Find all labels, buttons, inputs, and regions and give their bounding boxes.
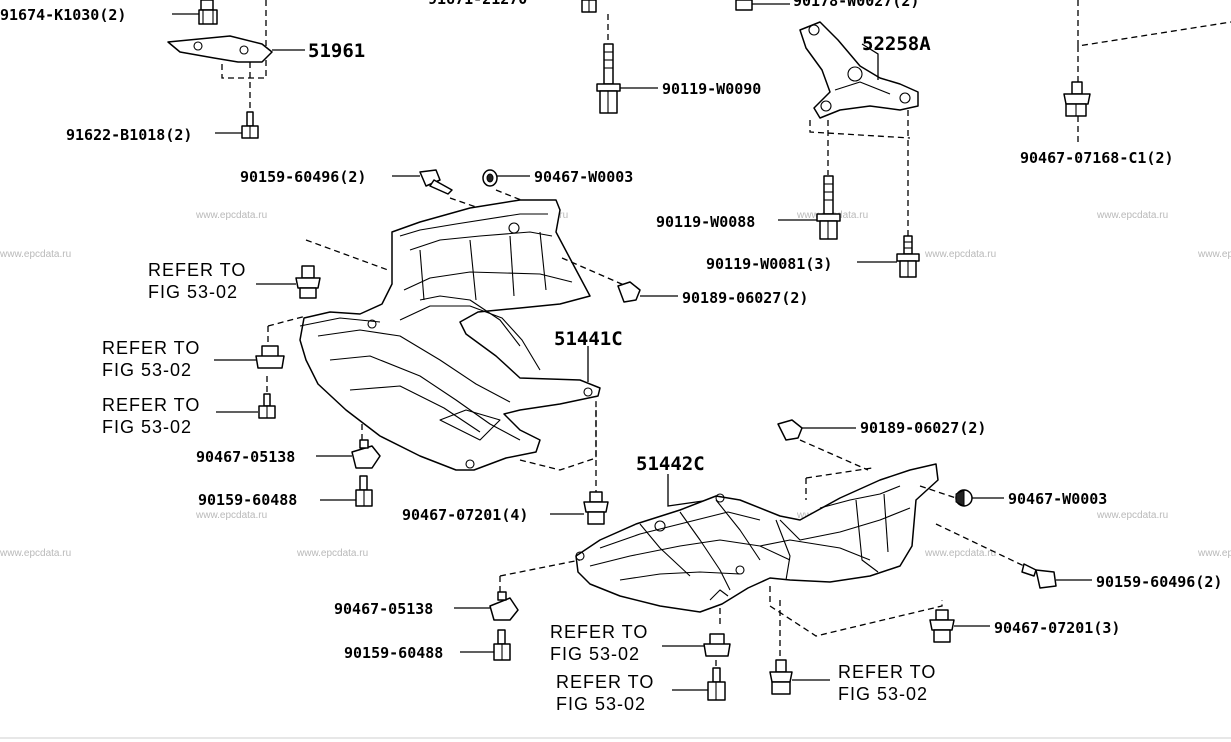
clip-icon: [482, 169, 498, 187]
clip-icon: [255, 345, 285, 369]
engine-under-cover-51441c-illustration: [299, 199, 601, 471]
watermark: www.epcdata.ru: [195, 510, 267, 521]
refer-to-label: REFER TO: [102, 338, 200, 358]
refer-to-label: REFER TO: [838, 662, 936, 682]
clip-icon: [769, 659, 793, 695]
grommet-icon: [777, 419, 803, 441]
part-90119-w0090-group: 90119-W0090: [596, 14, 761, 114]
part-number-90159-60488-top: 90159-60488: [198, 491, 297, 509]
part-number-90119-w0081: 90119-W0081(3): [706, 255, 832, 273]
watermark: www.epcdata.ru: [924, 548, 996, 559]
screw-icon: [419, 169, 453, 195]
clip-icon: [351, 439, 381, 469]
watermark: www.epcdata.ru: [1096, 510, 1168, 521]
bolt-icon: [596, 43, 621, 114]
watermark: www.epcdata.ru: [1197, 548, 1231, 559]
clip-icon: [703, 633, 731, 657]
watermark: www.epcdata.ru: [924, 249, 996, 260]
watermark: www.epcdata.ru: [1096, 210, 1168, 221]
bolt-icon: [707, 667, 726, 701]
part-number-90119-w0088: 90119-W0088: [656, 213, 755, 231]
clip-icon: [955, 489, 973, 507]
part-number-91671: 91671-21270: [428, 0, 527, 8]
clip-icon: [489, 591, 519, 621]
watermark: www.epcdata.ru: [296, 548, 368, 559]
grommet-icon: [617, 281, 641, 303]
part-number-51442c: 51442C: [636, 453, 705, 475]
refer-to-label: REFER TO: [102, 395, 200, 415]
part-52258a-group: 52258A 90119-W0088 90119-W0081(3): [656, 21, 931, 278]
nut-icon: [581, 0, 597, 13]
screw-icon: [1021, 563, 1057, 589]
bolt-icon: [896, 235, 920, 278]
watermark: www.epcdata.ru: [1197, 249, 1231, 260]
refer-to-label: REFER TO: [148, 260, 246, 280]
bolt-icon: [241, 111, 259, 139]
fig-reference-link[interactable]: FIG 53-02: [838, 684, 928, 704]
clip-icon: [929, 609, 955, 643]
part-51441c-group: 90159-60496(2) 90467-W0003: [102, 168, 808, 525]
clip-icon: [583, 491, 609, 525]
clip-icon: [735, 0, 753, 11]
fig-reference-link[interactable]: FIG 53-02: [148, 282, 238, 302]
part-90467-07168-group: 90467-07168-C1(2): [1020, 0, 1231, 167]
part-number-90189-bottom: 90189-06027(2): [860, 419, 986, 437]
watermark: www.epcdata.ru: [0, 548, 71, 559]
part-51961-group: 51961 91674-K1030(2) 91622-B1018(2): [0, 0, 365, 144]
fig-reference-link[interactable]: FIG 53-02: [556, 694, 646, 714]
clip-icon: [295, 265, 321, 299]
bolt-icon: [493, 629, 511, 661]
part-number-91674: 91674-K1030(2): [0, 6, 126, 24]
part-number-90467-07168: 90467-07168-C1(2): [1020, 149, 1174, 167]
refer-to-label: REFER TO: [556, 672, 654, 692]
part-number-90467-05138-top: 90467-05138: [196, 448, 295, 466]
bracket-51961-illustration: [167, 35, 273, 63]
part-51442c-group: 90189-06027(2) 51442C 90467-W0003: [334, 419, 1222, 714]
part-number-91622: 91622-B1018(2): [66, 126, 192, 144]
part-number-90467-07201-4: 90467-07201(4): [402, 506, 528, 524]
part-number-90189-top: 90189-06027(2): [682, 289, 808, 307]
part-number-90178: 90178-W0027(2): [793, 0, 919, 10]
engine-under-cover-51442c-illustration: [575, 463, 939, 613]
bolt-icon: [258, 393, 276, 419]
fig-reference-link[interactable]: FIG 53-02: [550, 644, 640, 664]
watermark: www.epcdata.ru: [195, 210, 267, 221]
part-number-90159-60496-bottom: 90159-60496(2): [1096, 573, 1222, 591]
part-number-90467-07201-3: 90467-07201(3): [994, 619, 1120, 637]
part-number-90467-w0003-top: 90467-W0003: [534, 168, 633, 186]
bolt-icon: [355, 475, 373, 507]
part-number-52258a: 52258A: [862, 33, 931, 55]
nut-icon: [198, 0, 218, 25]
part-number-51441c: 51441C: [554, 328, 623, 350]
part-number-90467-w0003-bottom: 90467-W0003: [1008, 490, 1107, 508]
part-number-90159-60488-bottom: 90159-60488: [344, 644, 443, 662]
fig-reference-link[interactable]: FIG 53-02: [102, 360, 192, 380]
part-number-90467-05138-bottom: 90467-05138: [334, 600, 433, 618]
part-number-51961: 51961: [308, 40, 365, 62]
bolt-icon: [816, 175, 841, 240]
watermark: www.epcdata.ru: [0, 249, 71, 260]
part-number-90159-60496-top: 90159-60496(2): [240, 168, 366, 186]
clip-icon: [1063, 81, 1091, 117]
refer-to-label: REFER TO: [550, 622, 648, 642]
bracket-52258a-illustration: [799, 21, 919, 119]
fig-reference-link[interactable]: FIG 53-02: [102, 417, 192, 437]
part-number-90119-w0090: 90119-W0090: [662, 80, 761, 98]
